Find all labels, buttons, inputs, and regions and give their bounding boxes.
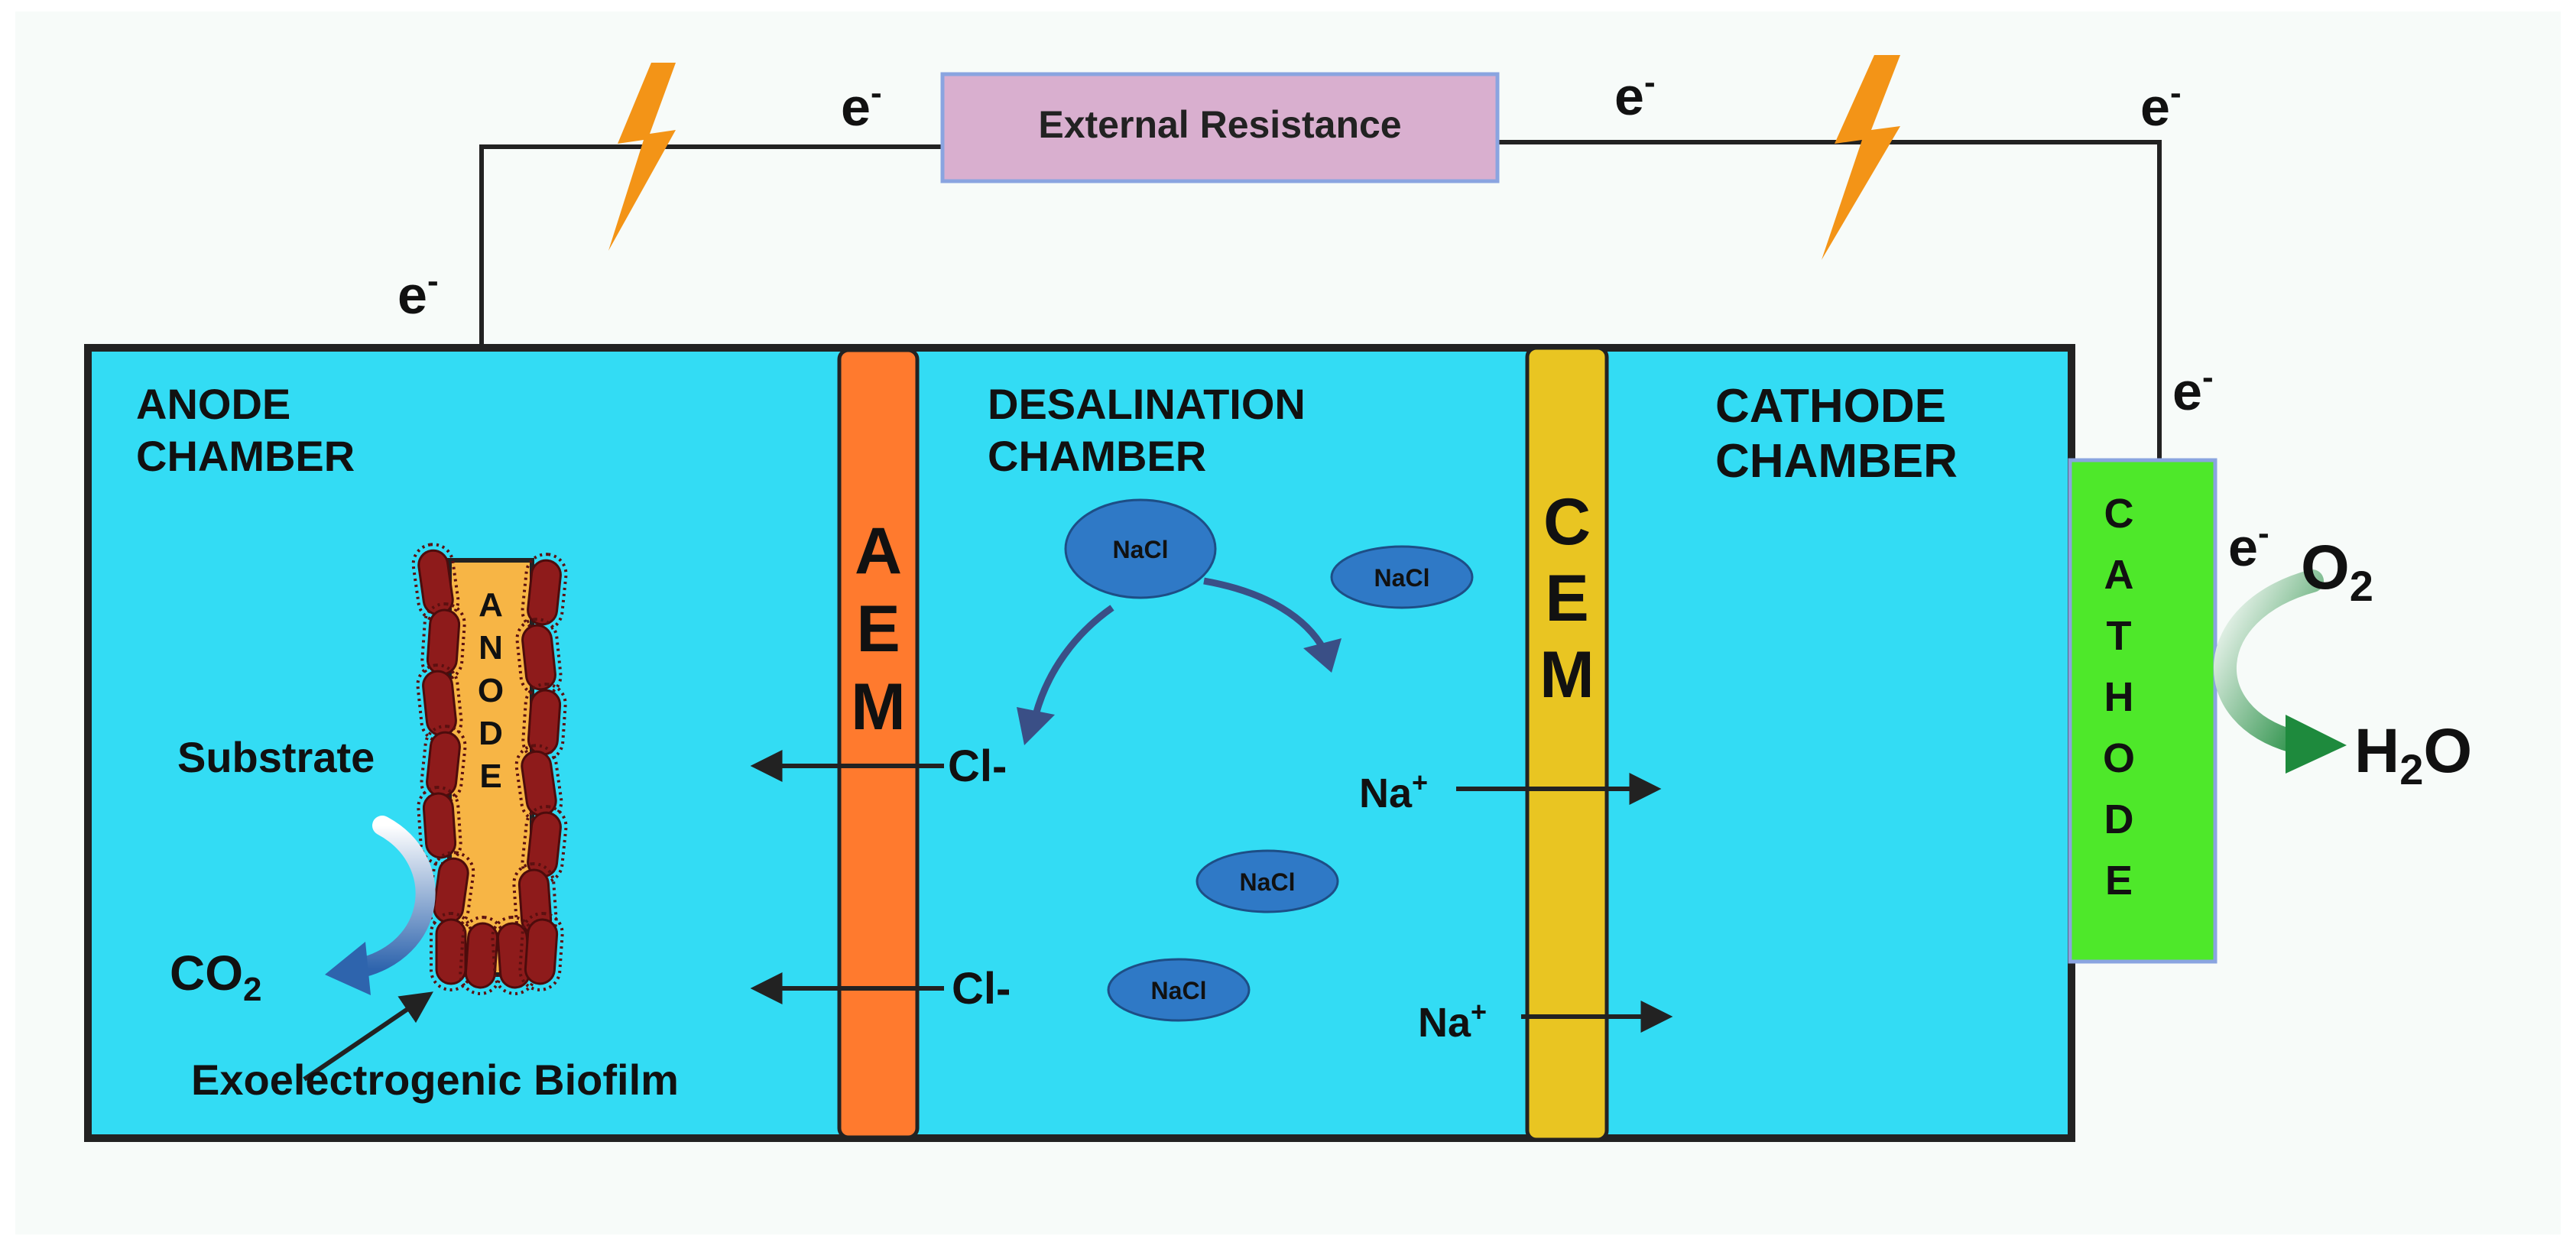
cathode-letter: O [2103,735,2135,781]
oxygen-reduction-arrow [2213,569,2324,753]
chloride-ion-label: Cl- [952,964,1011,1014]
biofilm-label: Exoelectrogenic Biofilm [191,1056,679,1104]
anode-letter: O [478,672,504,709]
cathode-letter: T [2107,613,2132,659]
sodium-release-arrowhead [1303,638,1342,673]
anode-letter: D [479,715,503,752]
electron-label: e- [841,74,882,137]
cathode-letter: D [2104,796,2134,842]
nacl-ion-pair: NaCl [1196,849,1339,913]
sodium-ion-label: Na+ [1359,767,1428,816]
cathode-letter: A [2104,552,2134,598]
cathode-letter: C [2104,491,2134,537]
electron-label: e- [397,262,439,325]
nacl-label: NaCl [1151,977,1207,1004]
aem-letter: A [855,514,902,588]
cem-letter: E [1545,562,1588,635]
nacl-ion-pair: NaCl [1330,545,1474,609]
aem-membrane: A E M [837,348,920,1140]
bacterium-cell [527,559,562,626]
desalination-chamber-title: CHAMBER [988,432,1206,480]
electron-label: e- [2228,514,2269,577]
cem-membrane: C E M [1525,346,1609,1142]
chloride-ion-label: Cl- [948,741,1007,791]
bacterium-pili [518,912,564,991]
anode-chamber-title: CHAMBER [136,432,355,480]
bacterium-cell [524,918,559,985]
cathode-chamber-title: CATHODE [1715,380,1946,433]
resistor-label: External Resistance [1038,103,1401,146]
cathode-electrode: C A T H O D E [2068,458,2218,964]
sodium-release-arrow [1203,577,1327,652]
nacl-ion-pair: NaCl [1107,958,1251,1022]
biofilm-pointer-arrow [303,991,433,1082]
nacl-label: NaCl [1374,564,1430,592]
sodium-ion-label: Na+ [1418,996,1487,1046]
anode-chamber-title: ANODE [136,380,290,428]
oxygen-reduction-arrowhead [2286,715,2347,774]
desalination-chamber-title: DESALINATION [988,380,1306,428]
cem-letter: M [1539,638,1595,712]
bacterium-cell [464,922,499,989]
water-label: H2O [2354,716,2472,793]
bacterium-cell [422,792,457,859]
cathode-letter: E [2105,858,2133,903]
exoelectrogenic-biofilm [411,543,568,995]
co2-label: CO2 [170,946,261,1008]
cem-letter: C [1543,485,1591,559]
substrate-oxidation-arrowhead [325,942,371,995]
substrate-oxidation-arrow [346,816,436,979]
anode-letter: A [479,586,503,624]
oxygen-label: O2 [2301,533,2373,610]
cathode-letter: H [2104,674,2134,720]
substrate-label: Substrate [177,733,375,781]
cathode-chamber-title: CHAMBER [1715,435,1958,488]
electron-label: e- [2140,74,2182,137]
lightning-bolt-icon [1822,55,1900,260]
electron-label: e- [1614,63,1656,126]
chloride-release-arrow [1032,605,1114,716]
nacl-label: NaCl [1113,536,1169,563]
nacl-ion-pair: NaCl [1064,498,1217,599]
electron-label: e- [2172,358,2214,421]
aem-letter: E [856,592,900,666]
anode-letter: N [479,629,503,667]
chloride-release-arrowhead [1017,707,1055,745]
circuit-wire-right [1497,140,2162,460]
anode-letter: E [479,758,501,795]
bacterium-cell [435,918,467,985]
lightning-bolt-icon [608,63,676,251]
aem-letter: M [851,670,906,744]
bacterium-cell [521,624,556,691]
external-resistance: External Resistance [940,72,1500,183]
nacl-label: NaCl [1240,868,1296,896]
